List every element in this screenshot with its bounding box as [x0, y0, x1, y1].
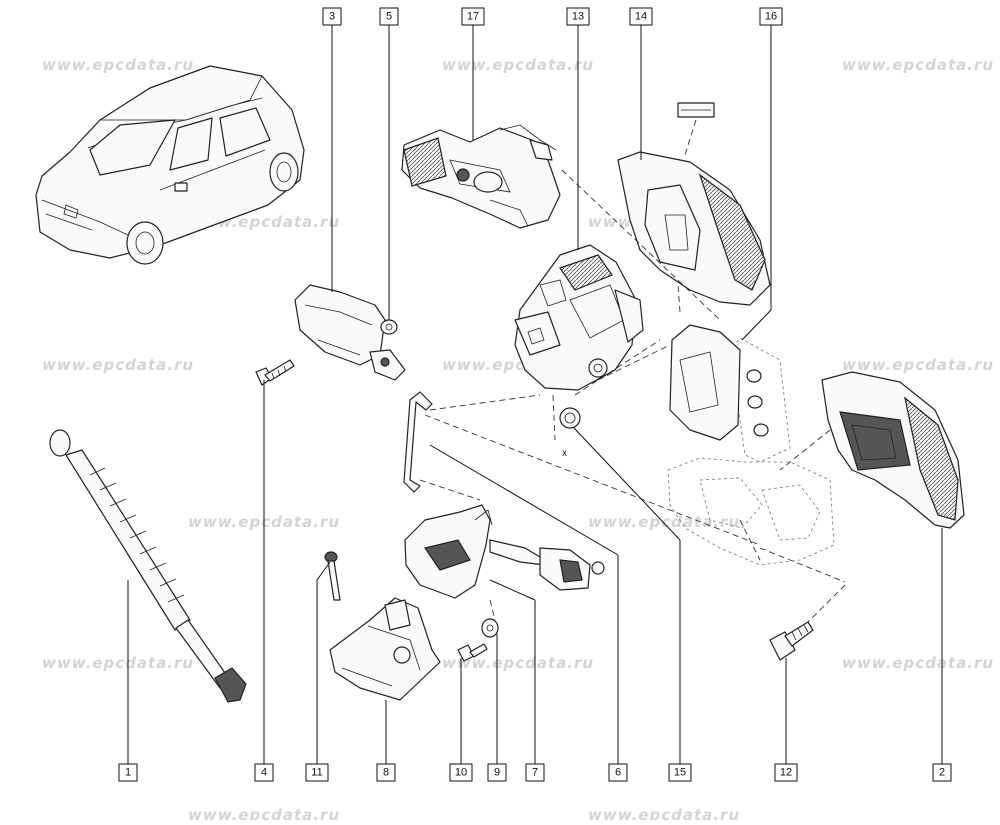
part-17-actuator	[401, 124, 561, 229]
svg-text:13: 13	[572, 11, 584, 23]
callout-5: 5	[379, 7, 399, 26]
part-14-handle-escutcheon	[617, 102, 771, 313]
part-7-latch-with-connector	[404, 504, 605, 599]
svg-text:2: 2	[939, 767, 945, 779]
watermark-14: www.epcdata.ru	[188, 806, 340, 820]
callout-6: 6	[608, 763, 628, 782]
part-8-latch-bracket	[329, 597, 441, 701]
watermark-6: www.epcdata.ru	[42, 356, 194, 374]
svg-text:8: 8	[383, 767, 389, 779]
part-16-gasket-set	[669, 324, 791, 463]
watermark-12: www.epcdata.ru	[442, 654, 594, 672]
callout-2: 2	[932, 763, 952, 782]
part-5-washer	[380, 319, 398, 335]
part-15-grommet	[559, 407, 581, 429]
callout-9: 9	[487, 763, 507, 782]
watermark-15: www.epcdata.ru	[588, 806, 740, 820]
callout-11: 11	[305, 763, 329, 782]
watermark-13: www.epcdata.ru	[842, 654, 994, 672]
callout-1: 1	[118, 763, 138, 782]
svg-text:4: 4	[261, 767, 267, 779]
assembly-guide-lines	[419, 169, 846, 623]
part-13-door-lock	[514, 244, 644, 391]
part-10-screw	[457, 643, 488, 662]
svg-text:12: 12	[780, 767, 792, 779]
callout-14: 14	[629, 7, 653, 26]
part-6-control-rod	[403, 391, 433, 493]
svg-text:6: 6	[615, 767, 621, 779]
svg-text:15: 15	[674, 767, 686, 779]
leader-lines	[127, 24, 943, 764]
lock-assembly-outline	[667, 457, 835, 566]
watermark-3: www.epcdata.ru	[842, 56, 994, 74]
part-11-bolt	[324, 551, 341, 601]
callout-12: 12	[774, 763, 798, 782]
svg-text:1: 1	[125, 767, 131, 779]
x-mark: x	[562, 448, 567, 459]
callout-8: 8	[376, 763, 396, 782]
svg-text:17: 17	[467, 11, 479, 23]
watermark-11: www.epcdata.ru	[42, 654, 194, 672]
part-1-gas-strut	[49, 429, 247, 703]
callout-3: 3	[322, 7, 342, 26]
watermark-2: www.epcdata.ru	[442, 56, 594, 74]
part-2-outer-handle	[821, 371, 965, 529]
svg-text:7: 7	[532, 767, 538, 779]
svg-text:10: 10	[455, 767, 467, 779]
callout-13: 13	[566, 7, 590, 26]
watermark-8: www.epcdata.ru	[842, 356, 994, 374]
watermark-1: www.epcdata.ru	[42, 56, 194, 74]
callout-10: 10	[449, 763, 473, 782]
svg-text:3: 3	[329, 11, 335, 23]
car-illustration	[35, 65, 305, 265]
callout-7: 7	[525, 763, 545, 782]
callout-17: 17	[461, 7, 485, 26]
svg-text:11: 11	[311, 767, 322, 779]
callout-16: 16	[759, 7, 783, 26]
svg-text:5: 5	[386, 11, 392, 23]
svg-text:14: 14	[635, 11, 647, 23]
callout-4: 4	[254, 763, 274, 782]
part-9-washer	[481, 618, 499, 638]
svg-text:16: 16	[765, 11, 777, 23]
part-3-control-unit	[294, 284, 406, 381]
part-4-bolt	[255, 359, 295, 386]
part-12-screw	[769, 621, 814, 661]
svg-text:9: 9	[494, 767, 500, 779]
callout-15: 15	[668, 763, 692, 782]
